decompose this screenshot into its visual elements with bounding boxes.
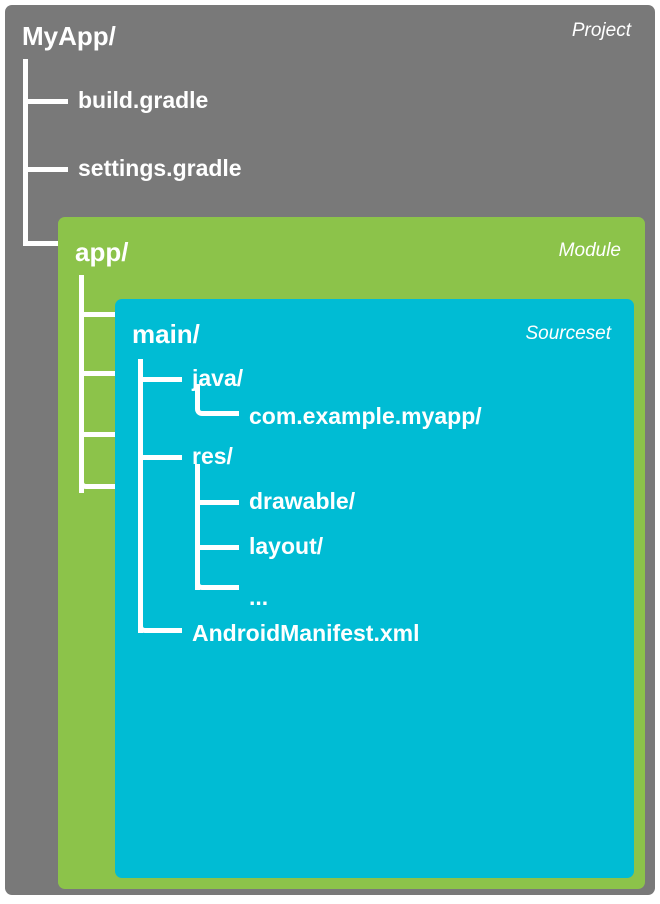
sourceset-node-layout: layout/ bbox=[249, 533, 324, 559]
sourceset-branch-line-res bbox=[138, 455, 182, 460]
sourceset-branch-elbow-manifest bbox=[138, 601, 182, 633]
sourceset-branch-line-drawable bbox=[195, 500, 239, 505]
module-trunk-line bbox=[79, 275, 84, 493]
sourceset-branch-elbow-package bbox=[195, 384, 239, 416]
project-branch-line-1 bbox=[23, 99, 68, 104]
sourceset-res-trunk-line bbox=[195, 464, 200, 590]
module-kind-label: Module bbox=[558, 240, 621, 261]
project-kind-label: Project bbox=[571, 20, 631, 41]
project-node-settings-gradle: settings.gradle bbox=[78, 155, 242, 181]
sourceset-branch-line-java bbox=[138, 377, 182, 382]
project-node-build-gradle: build.gradle bbox=[78, 87, 209, 113]
module-branch-line-3 bbox=[79, 432, 123, 437]
module-root-label: app/ bbox=[75, 237, 129, 267]
sourceset-node-res: res/ bbox=[192, 443, 233, 469]
sourceset-node-ellipsis: ... bbox=[249, 584, 269, 610]
sourceset-node-manifest: AndroidManifest.xml bbox=[192, 620, 420, 646]
project-branch-line-3 bbox=[23, 241, 68, 246]
sourceset-branch-elbow-ellipsis bbox=[195, 558, 239, 590]
module-branch-line-2 bbox=[79, 371, 123, 376]
sourceset-panel: Sourceset main/ java/ com.example.myapp/… bbox=[115, 299, 634, 878]
project-trunk-line bbox=[23, 59, 28, 245]
sourceset-node-java: java/ bbox=[192, 365, 244, 391]
module-branch-line-1 bbox=[79, 312, 123, 317]
sourceset-trunk-line bbox=[138, 359, 143, 633]
sourceset-node-drawable: drawable/ bbox=[249, 488, 356, 514]
sourceset-branch-line-layout bbox=[195, 545, 239, 550]
project-root-label: MyApp/ bbox=[22, 21, 116, 51]
sourceset-kind-label: Sourceset bbox=[525, 323, 611, 344]
sourceset-node-package: com.example.myapp/ bbox=[249, 403, 482, 429]
sourceset-root-label: main/ bbox=[132, 319, 200, 349]
module-branch-elbow-src bbox=[79, 457, 123, 489]
project-branch-line-2 bbox=[23, 167, 68, 172]
